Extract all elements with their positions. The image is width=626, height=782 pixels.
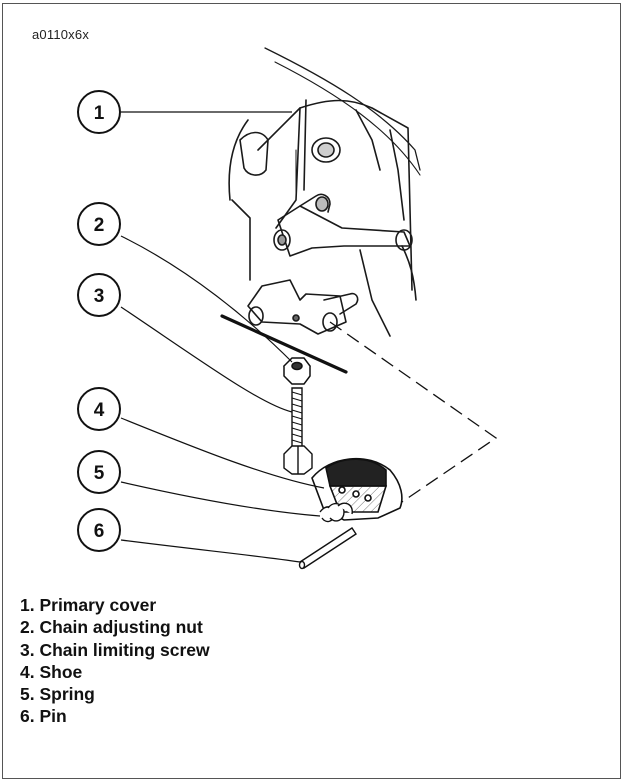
limiting-screw xyxy=(283,387,313,475)
callout-3: 3 xyxy=(77,273,121,317)
legend-item-chain-limiting-screw: 3. Chain limiting screw xyxy=(20,639,210,660)
legend-item-pin: 6. Pin xyxy=(20,706,67,727)
legend-item-spring: 5. Spring xyxy=(20,684,95,705)
leader-line-6 xyxy=(120,539,301,563)
leader-line-2 xyxy=(120,235,293,363)
parts-legend: 1. Primary cover 2. Chain adjusting nut … xyxy=(20,594,210,728)
leader-line-4 xyxy=(120,417,325,489)
callout-6-label: 6 xyxy=(94,521,105,542)
leader-line-3 xyxy=(120,306,293,413)
primary-cover-illustration xyxy=(228,47,421,337)
pin xyxy=(298,527,357,570)
legend-item-shoe: 4. Shoe xyxy=(20,661,83,682)
plate-edge xyxy=(220,314,348,374)
leader-lines xyxy=(120,111,325,563)
legend-item-chain-adjusting-nut: 2. Chain adjusting nut xyxy=(20,617,203,638)
adjusting-nut xyxy=(282,357,311,385)
callout-5: 5 xyxy=(77,450,121,494)
legend-item-primary-cover: 1. Primary cover xyxy=(20,595,157,615)
exploded-diagram: 1 2 3 4 5 6 xyxy=(77,47,498,570)
callout-5-label: 5 xyxy=(94,463,105,484)
callout-1-label: 1 xyxy=(94,103,105,124)
callout-4-label: 4 xyxy=(94,400,105,421)
callout-2: 2 xyxy=(77,202,121,246)
leader-line-5 xyxy=(120,481,321,517)
callout-1: 1 xyxy=(77,90,121,134)
callout-3-label: 3 xyxy=(94,286,105,307)
callout-2-label: 2 xyxy=(94,215,105,236)
callout-4: 4 xyxy=(77,387,121,431)
figure-code: a0110x6x xyxy=(32,27,90,42)
spring xyxy=(319,502,353,523)
assembly-line xyxy=(329,321,498,503)
callout-6: 6 xyxy=(77,508,121,552)
